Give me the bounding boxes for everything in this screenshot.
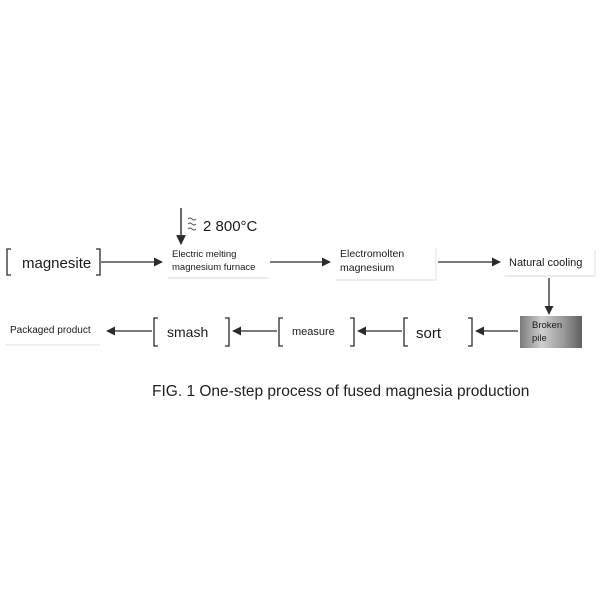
bracket-right	[96, 248, 101, 276]
node-broken-pile-box	[520, 316, 582, 348]
node-measure: measure	[278, 317, 355, 347]
node-electromolten: Electromolten magnesium	[336, 248, 437, 281]
node-electromolten-line1: Electromolten	[340, 248, 404, 260]
node-furnace-line2: magnesium furnace	[172, 262, 255, 273]
bracket-left	[153, 317, 158, 347]
node-broken-pile: Broken pile	[520, 316, 582, 348]
node-electromolten-line2: magnesium	[340, 262, 395, 274]
heat-input-temperature: 2 800°C	[203, 218, 258, 235]
figure-caption: FIG. 1 One-step process of fused magnesi…	[152, 383, 529, 400]
node-measure-label: measure	[292, 326, 335, 338]
heat-input: 2 800°C	[176, 208, 258, 245]
node-furnace: Electric melting magnesium furnace	[168, 249, 268, 279]
node-natural-cooling-label: Natural cooling	[509, 257, 582, 269]
node-natural-cooling: Natural cooling	[505, 250, 596, 277]
heat-wave-icon	[187, 217, 197, 231]
bracket-right	[225, 317, 230, 347]
bracket-right	[468, 317, 473, 347]
node-broken-pile-line2: pile	[532, 333, 547, 344]
node-magnesite: magnesite	[6, 248, 101, 276]
node-smash-label: smash	[167, 324, 208, 340]
node-sort-label: sort	[416, 325, 442, 342]
bracket-left	[278, 317, 283, 347]
node-broken-pile-line1: Broken	[532, 320, 562, 331]
bracket-left	[403, 317, 408, 347]
node-furnace-line1: Electric melting	[172, 249, 236, 260]
node-packaged-product-label: Packaged product	[10, 325, 91, 336]
node-smash: smash	[153, 317, 230, 347]
node-packaged-product: Packaged product	[5, 325, 100, 346]
bracket-right	[350, 317, 355, 347]
node-magnesite-label: magnesite	[22, 255, 91, 272]
node-sort: sort	[403, 317, 473, 347]
bracket-left	[6, 248, 11, 276]
